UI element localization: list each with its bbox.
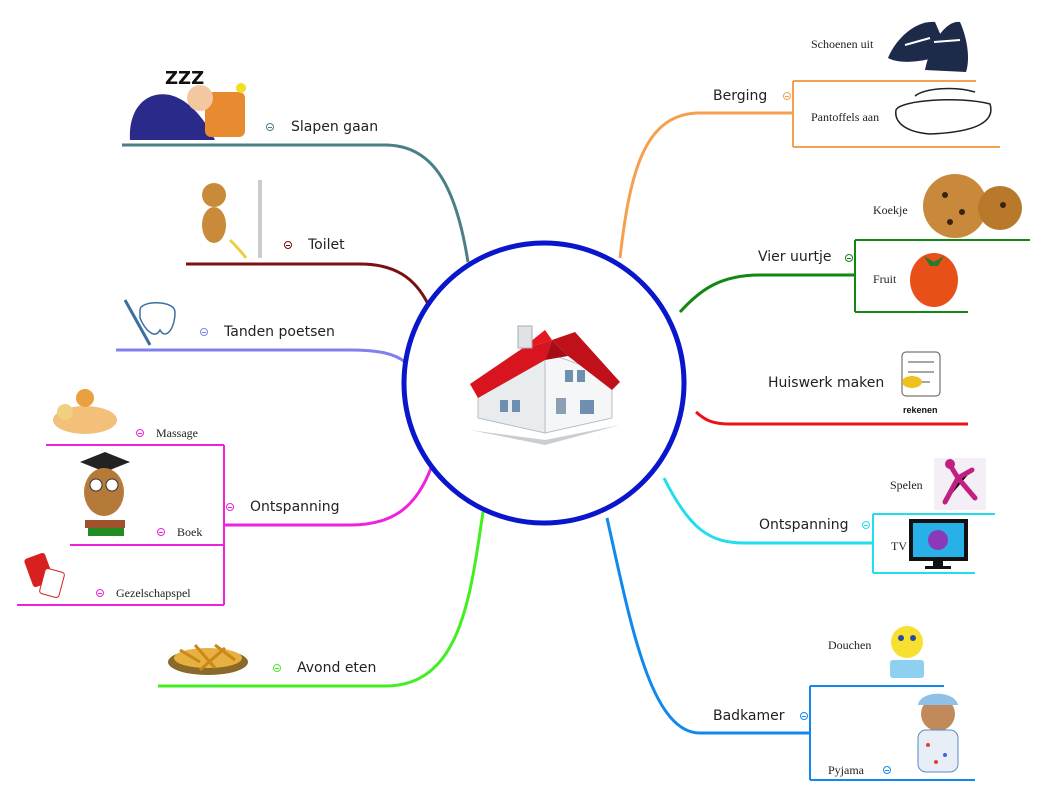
sneakers-icon	[888, 21, 968, 72]
dancing-figure-icon	[934, 458, 986, 510]
branch-berging-bracket	[792, 80, 1000, 148]
teddy-bear-pajama-icon	[917, 693, 959, 773]
card-game-icon	[24, 552, 65, 598]
node-label-boek[interactable]: Boek	[177, 525, 203, 539]
branch-vier-uurtje	[678, 273, 855, 314]
tv-icon	[909, 519, 968, 569]
collapse-toggle-berging[interactable]	[783, 92, 791, 100]
collapse-toggle-badkamer[interactable]	[800, 712, 808, 720]
collapse-toggle-massage[interactable]	[136, 429, 144, 437]
branch-ontspanning-right-bracket	[872, 513, 995, 574]
collapse-toggle-avond-eten[interactable]	[273, 664, 281, 672]
branch-avond-eten	[158, 511, 485, 688]
tooth-brush-icon	[123, 299, 176, 346]
collapse-toggle-gezelschapspel[interactable]	[96, 589, 104, 597]
node-label-pantoffels-aan[interactable]: Pantoffels aan	[811, 110, 880, 124]
node-label-massage[interactable]: Massage	[156, 426, 198, 440]
fries-plate-icon	[168, 643, 248, 675]
branch-badkamer-bracket	[809, 685, 975, 781]
collapse-toggle-slapen-gaan[interactable]	[266, 123, 274, 131]
branch-label-slapen-gaan[interactable]: Slapen gaan	[291, 119, 379, 135]
branch-ontspanning-right	[662, 477, 873, 545]
branch-label-badkamer[interactable]: Badkamer	[713, 708, 785, 724]
branch-berging	[618, 111, 793, 259]
owl-book-icon	[80, 452, 130, 536]
collapse-toggle-vier-uurtje[interactable]	[845, 254, 853, 262]
branch-ontspanning-left-bracket	[17, 444, 225, 606]
branch-slapen-gaan	[122, 143, 470, 263]
branch-label-ontspanning-left[interactable]: Ontspanning	[250, 499, 340, 515]
node-label-fruit[interactable]: Fruit	[873, 272, 897, 286]
tweety-shower-icon	[890, 626, 924, 678]
svg-text:ZZZ: ZZZ	[165, 68, 204, 89]
rekenen-caption: rekenen	[903, 405, 938, 415]
house-icon	[470, 325, 620, 445]
branch-label-ontspanning-right[interactable]: Ontspanning	[759, 517, 849, 533]
branch-label-huiswerk-maken[interactable]: Huiswerk maken	[768, 375, 885, 391]
node-label-koekje[interactable]: Koekje	[873, 203, 908, 217]
branch-label-avond-eten[interactable]: Avond eten	[297, 660, 377, 676]
collapse-toggle-tanden-poetsen[interactable]	[200, 328, 208, 336]
slippers-icon	[895, 87, 992, 135]
collapse-toggle-ontspanning-left[interactable]	[226, 503, 234, 511]
branch-toilet	[186, 262, 430, 305]
monkey-toilet-icon	[202, 180, 262, 259]
branch-vier-uurtje-bracket	[854, 239, 1030, 313]
node-label-tv[interactable]: TV	[891, 539, 907, 553]
massage-icon	[53, 389, 117, 434]
collapse-toggle-pyjama[interactable]	[883, 766, 891, 774]
branch-label-berging[interactable]: Berging	[713, 88, 768, 104]
node-label-pyjama[interactable]: Pyjama	[828, 763, 864, 777]
branch-ontspanning-left	[224, 467, 433, 527]
node-label-schoenen-uit[interactable]: Schoenen uit	[811, 37, 874, 51]
math-worksheet-icon: rekenen	[901, 351, 941, 415]
persimmon-fruit-icon	[910, 253, 958, 307]
collapse-toggle-toilet[interactable]	[284, 241, 292, 249]
sleeping-person-icon: ZZZ	[129, 68, 246, 140]
cookie-icon	[923, 174, 1022, 238]
branch-label-toilet[interactable]: Toilet	[308, 237, 345, 253]
collapse-toggle-ontspanning-right[interactable]	[862, 521, 870, 529]
collapse-toggle-boek[interactable]	[157, 528, 165, 536]
node-label-spelen[interactable]: Spelen	[890, 478, 923, 492]
branch-badkamer	[605, 517, 810, 735]
branch-tanden-poetsen	[116, 348, 406, 364]
node-label-douchen[interactable]: Douchen	[828, 638, 872, 652]
branch-label-vier-uurtje[interactable]: Vier uurtje	[758, 249, 832, 265]
node-label-gezelschapspel[interactable]: Gezelschapspel	[116, 586, 191, 600]
branch-label-tanden-poetsen[interactable]: Tanden poetsen	[224, 324, 335, 340]
branch-huiswerk-maken	[695, 410, 968, 426]
